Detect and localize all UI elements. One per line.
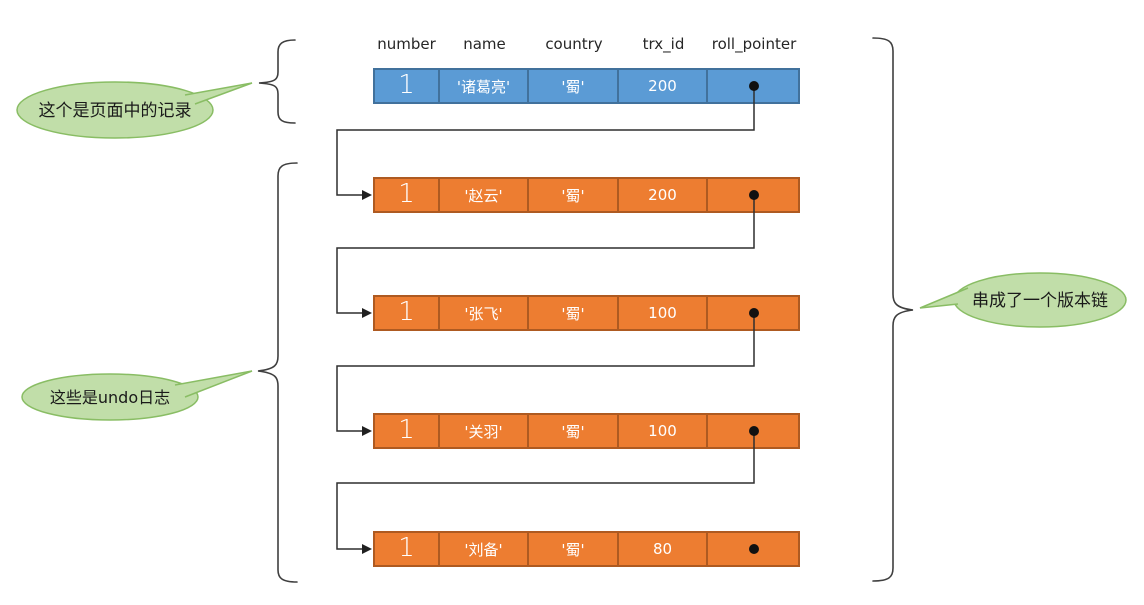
callout-bubble xyxy=(21,373,199,421)
cell-roll-pointer xyxy=(708,295,800,331)
callout-version-chain: 串成了一个版本链 xyxy=(919,272,1127,328)
cell-roll-pointer xyxy=(708,531,800,567)
undo-log-row-4: 1 '刘备' '蜀' 80 xyxy=(373,531,800,567)
cell-roll-pointer xyxy=(708,68,800,104)
header-roll-pointer: roll_pointer xyxy=(711,35,797,53)
cell-name: '诸葛亮' xyxy=(440,68,529,104)
undo-log-row-1: 1 '赵云' '蜀' 200 xyxy=(373,177,800,213)
header-trx-id: trx_id xyxy=(642,35,685,53)
callout-tail xyxy=(919,287,969,309)
cell-name: '张飞' xyxy=(440,295,529,331)
cell-trx-id: 200 xyxy=(619,177,708,213)
callout-version-chain-label: 串成了一个版本链 xyxy=(972,291,1108,311)
callout-tail xyxy=(184,82,253,105)
callout-bubble xyxy=(953,272,1127,328)
cell-country: '蜀' xyxy=(529,413,619,449)
callout-bubble xyxy=(16,81,214,139)
cell-number: 1 xyxy=(373,531,440,567)
header-name: name xyxy=(463,35,506,53)
callout-page-record-label: 这个是页面中的记录 xyxy=(39,101,192,121)
callout-tail xyxy=(174,370,253,398)
cell-number: 1 xyxy=(373,177,440,213)
undo-log-row-2: 1 '张飞' '蜀' 100 xyxy=(373,295,800,331)
cell-country: '蜀' xyxy=(529,295,619,331)
brace-version-chain xyxy=(872,37,914,582)
column-headers: number name country trx_id roll_pointer xyxy=(373,34,800,54)
page-record-row: 1 '诸葛亮' '蜀' 200 xyxy=(373,68,800,104)
undo-log-row-3: 1 '关羽' '蜀' 100 xyxy=(373,413,800,449)
cell-name: '刘备' xyxy=(440,531,529,567)
brace-page-record xyxy=(258,39,296,124)
cell-number: 1 xyxy=(373,295,440,331)
callout-undo-logs-label: 这些是undo日志 xyxy=(50,388,170,407)
cell-country: '蜀' xyxy=(529,177,619,213)
callout-undo-logs: 这些是undo日志 xyxy=(21,370,253,421)
cell-country: '蜀' xyxy=(529,68,619,104)
cell-number: 1 xyxy=(373,68,440,104)
callout-page-record: 这个是页面中的记录 xyxy=(16,81,253,139)
cell-trx-id: 100 xyxy=(619,295,708,331)
cell-name: '赵云' xyxy=(440,177,529,213)
cell-trx-id: 200 xyxy=(619,68,708,104)
header-number: number xyxy=(377,35,436,53)
cell-trx-id: 100 xyxy=(619,413,708,449)
header-country: country xyxy=(545,35,603,53)
brace-undo-logs xyxy=(257,162,298,583)
cell-number: 1 xyxy=(373,413,440,449)
cell-name: '关羽' xyxy=(440,413,529,449)
cell-roll-pointer xyxy=(708,413,800,449)
cell-roll-pointer xyxy=(708,177,800,213)
cell-country: '蜀' xyxy=(529,531,619,567)
cell-trx-id: 80 xyxy=(619,531,708,567)
